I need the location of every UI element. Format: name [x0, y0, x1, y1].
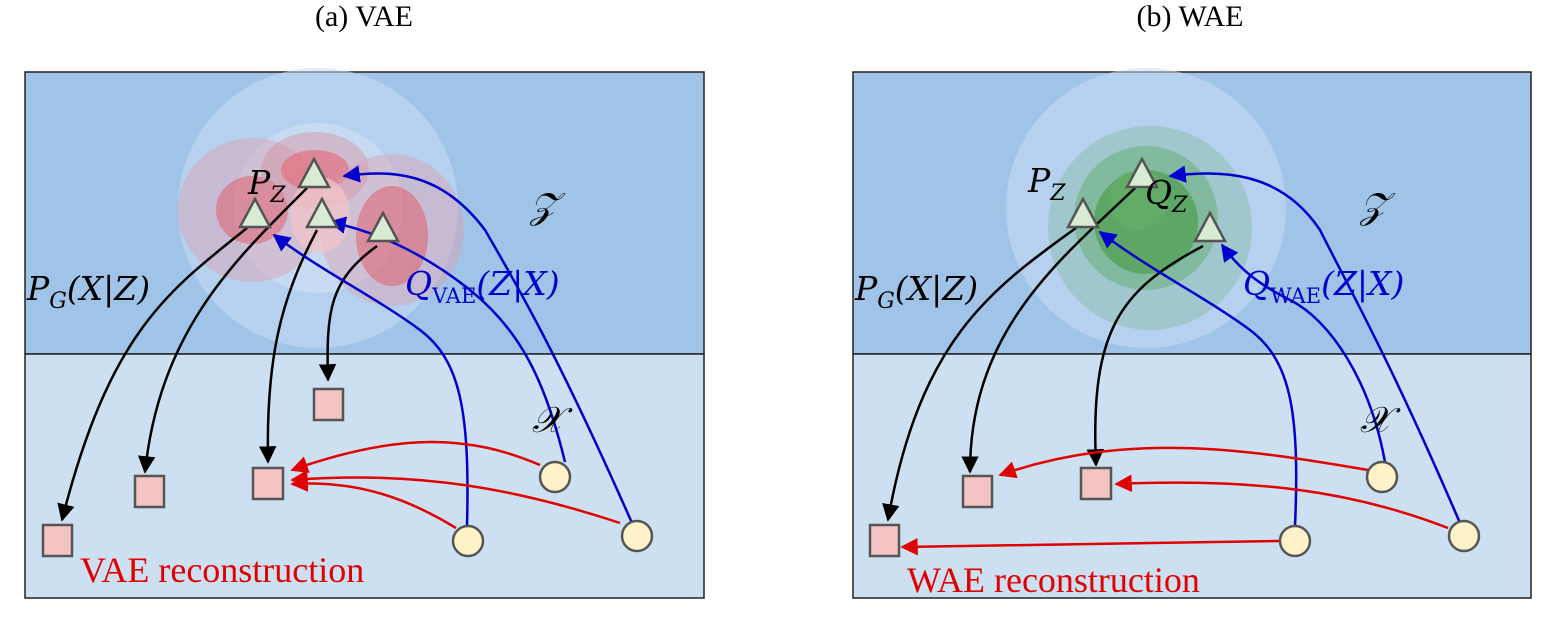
decoder-label: PG(X|Z) [26, 269, 150, 314]
decoder-arrow [57, 227, 248, 522]
data-point-circle [1278, 524, 1312, 558]
data-samples [1278, 460, 1481, 558]
reconstruction-square [312, 387, 345, 422]
encoder-arrow [1168, 165, 1462, 524]
decoder-label: PG(X|Z) [854, 269, 978, 314]
reconstruction-arrow [1114, 474, 1449, 530]
prior-label: PZ [1027, 161, 1066, 206]
data-point-circle [1447, 519, 1481, 553]
reconstruction-arrow [290, 440, 541, 474]
reconstruction-arrow [290, 474, 457, 530]
encoder-arrow [342, 165, 634, 524]
decoder-arrows [57, 187, 378, 522]
reconstruction-samples [41, 387, 345, 558]
reconstruction-square [251, 466, 285, 501]
data-point-circle [451, 524, 485, 558]
encoder-arrows [1098, 165, 1462, 527]
prior-sample-triangle [1192, 210, 1228, 243]
data-point-circle [620, 519, 654, 553]
panel-vae: (a) VAE [24, 0, 705, 599]
prior-sample-triangle [296, 156, 332, 189]
panel-wae: (b) WAE [852, 0, 1532, 600]
prior-label: PZ [247, 163, 286, 208]
prior-sample-triangle [1065, 196, 1101, 229]
reconstruction-square [961, 474, 994, 509]
prior-sample-triangle [304, 196, 340, 229]
reconstruction-caption: VAE reconstruction [80, 550, 364, 590]
reconstruction-arrows [900, 446, 1449, 556]
encoder-arrow [1098, 230, 1298, 527]
decoder-arrow [137, 187, 308, 474]
aggregate-posterior-label: QZ [1145, 173, 1188, 218]
reconstruction-arrow [900, 538, 1281, 556]
prior-sample-triangle [1124, 156, 1160, 189]
reconstruction-caption: WAE reconstruction [907, 560, 1200, 600]
prior-samples [237, 156, 401, 243]
decoder-arrow [318, 244, 378, 382]
data-point-circle [538, 460, 572, 494]
encoder-label: QVAE(Z|X) [405, 264, 560, 308]
decoder-arrow [1086, 244, 1204, 467]
encoder-arrow [272, 233, 469, 527]
panel-title-wae: (b) WAE [1137, 0, 1244, 33]
decoder-arrow [961, 187, 1136, 474]
reconstruction-square [1079, 466, 1113, 501]
decoder-arrow [882, 226, 1077, 522]
decoder-arrows [882, 187, 1204, 522]
prior-samples [1065, 156, 1228, 243]
reconstruction-square [133, 474, 166, 509]
data-point-circle [1365, 460, 1399, 494]
prior-sample-triangle [237, 196, 273, 229]
prior-sample-triangle [365, 210, 401, 243]
encoder-label: QWAE(Z|X) [1243, 264, 1404, 308]
reconstruction-arrows [290, 440, 621, 530]
reconstruction-samples [868, 466, 1113, 558]
reconstruction-arrow [998, 446, 1369, 479]
data-samples [451, 460, 654, 558]
reconstruction-square [41, 523, 74, 558]
encoder-arrow [1220, 243, 1387, 463]
reconstruction-arrow [290, 470, 621, 525]
reconstruction-square [868, 523, 901, 558]
panel-title-vae: (a) VAE [315, 0, 413, 33]
